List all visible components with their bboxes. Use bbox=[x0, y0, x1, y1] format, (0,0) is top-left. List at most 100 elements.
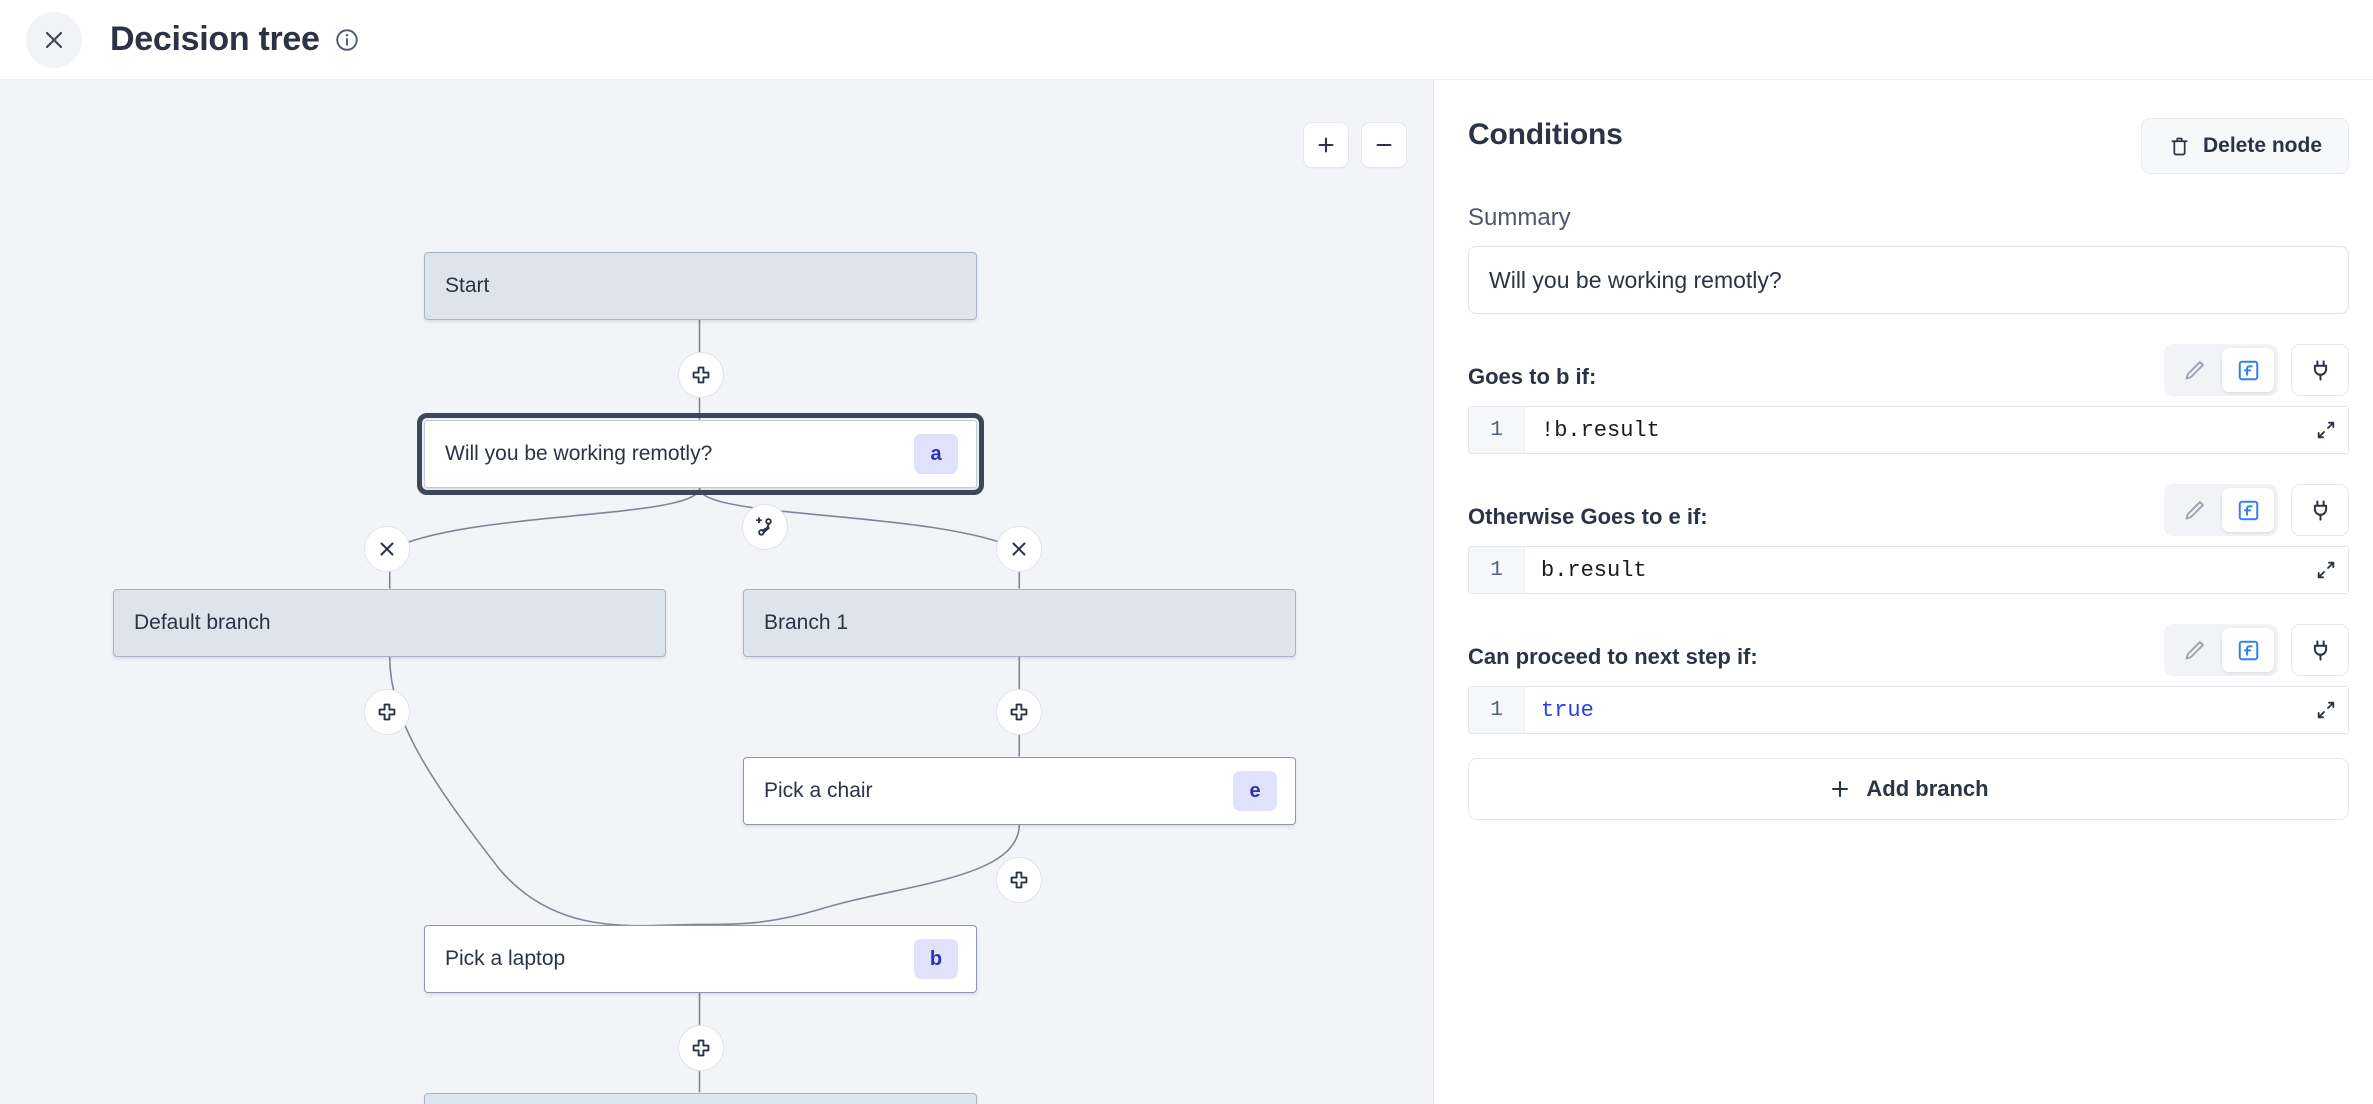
condition-block-otherwise-goes-to-e: Otherwise Goes to e if: bbox=[1468, 484, 2349, 594]
add-step-handle-laptop[interactable] bbox=[678, 1025, 724, 1071]
add-step-handle-branch1[interactable] bbox=[996, 689, 1042, 735]
close-icon bbox=[45, 31, 63, 48]
code-content[interactable]: !b.result bbox=[1541, 417, 1660, 443]
connect-plug-button[interactable] bbox=[2291, 344, 2349, 396]
code-content[interactable]: b.result bbox=[1541, 557, 1647, 583]
function-icon bbox=[2238, 500, 2258, 520]
editor-mode-function-button[interactable] bbox=[2222, 488, 2274, 532]
add-step-icon bbox=[692, 1039, 710, 1057]
connect-plug-button[interactable] bbox=[2291, 624, 2349, 676]
node-label: Pick a laptop bbox=[445, 947, 566, 970]
expand-icon bbox=[2317, 561, 2335, 579]
plus-icon bbox=[1318, 137, 1334, 153]
node-label: Start bbox=[445, 274, 490, 297]
add-step-icon bbox=[378, 703, 396, 721]
editor-mode-pencil-button[interactable] bbox=[2168, 488, 2220, 532]
node-badge: b bbox=[914, 939, 958, 979]
page-title: Decision tree bbox=[110, 20, 320, 58]
code-editor[interactable]: 1 true bbox=[1468, 686, 2349, 734]
node-label: Will you be working remotly? bbox=[445, 442, 713, 465]
node-label: Default branch bbox=[134, 611, 271, 634]
add-branch-label: Add branch bbox=[1866, 776, 1989, 801]
trash-icon bbox=[2171, 137, 2188, 155]
condition-row: Goes to b if: bbox=[1468, 344, 2349, 396]
zoom-in-button[interactable] bbox=[1303, 122, 1349, 168]
panel-title: Conditions bbox=[1468, 118, 1623, 151]
add-step-icon bbox=[1010, 871, 1028, 889]
flow-node-branch-1[interactable]: Branch 1 bbox=[743, 589, 1296, 657]
flow-node-default-branch[interactable]: Default branch bbox=[113, 589, 666, 657]
function-icon bbox=[2238, 640, 2258, 660]
flow-node-pick-a-laptop[interactable]: Pick a laptop b bbox=[424, 925, 977, 993]
delete-branch-handle-default[interactable] bbox=[364, 526, 410, 572]
delete-branch-handle-branch1[interactable] bbox=[996, 526, 1042, 572]
add-step-icon bbox=[1010, 703, 1028, 721]
add-step-handle-chair[interactable] bbox=[996, 857, 1042, 903]
condition-block-goes-to-b: Goes to b if: bbox=[1468, 344, 2349, 454]
editor-mode-toggle bbox=[2164, 624, 2278, 676]
condition-row: Can proceed to next step if: bbox=[1468, 624, 2349, 676]
conditions-panel: Conditions Delete node Summary Goes to b… bbox=[1434, 80, 2373, 1104]
flow-node-end[interactable]: End bbox=[424, 1093, 977, 1104]
info-circle-icon bbox=[335, 28, 358, 51]
editor-mode-pencil-button[interactable] bbox=[2168, 628, 2220, 672]
function-icon bbox=[2238, 360, 2258, 380]
condition-block-can-proceed: Can proceed to next step if: bbox=[1468, 624, 2349, 734]
add-step-handle-default-branch[interactable] bbox=[364, 689, 410, 735]
code-line-number: 1 bbox=[1469, 687, 1525, 733]
plug-icon bbox=[2313, 499, 2327, 521]
editor-mode-function-button[interactable] bbox=[2222, 348, 2274, 392]
condition-tools bbox=[2164, 484, 2349, 536]
connect-plug-button[interactable] bbox=[2291, 484, 2349, 536]
plug-icon bbox=[2313, 639, 2327, 661]
close-button[interactable] bbox=[26, 11, 82, 68]
node-badge: a bbox=[914, 434, 958, 474]
main-body: Start Will you be working remotly? a Def… bbox=[0, 80, 2373, 1104]
condition-label: Can proceed to next step if: bbox=[1468, 644, 1758, 669]
delete-node-button[interactable]: Delete node bbox=[2140, 118, 2349, 174]
condition-tools bbox=[2164, 624, 2349, 676]
condition-row: Otherwise Goes to e if: bbox=[1468, 484, 2349, 536]
add-branch-handle[interactable] bbox=[742, 504, 788, 550]
pencil-icon bbox=[2185, 360, 2204, 379]
node-label: Pick a chair bbox=[764, 779, 873, 802]
close-icon bbox=[1012, 542, 1026, 556]
pencil-icon bbox=[2185, 640, 2204, 659]
node-label: Branch 1 bbox=[764, 611, 849, 634]
panel-header: Conditions Delete node bbox=[1468, 118, 2349, 174]
expand-editor-button[interactable] bbox=[2306, 550, 2346, 590]
editor-mode-pencil-button[interactable] bbox=[2168, 348, 2220, 392]
flow-canvas[interactable]: Start Will you be working remotly? a Def… bbox=[0, 80, 1434, 1104]
summary-input[interactable] bbox=[1468, 246, 2349, 314]
pencil-icon bbox=[2185, 500, 2204, 519]
code-editor[interactable]: 1 !b.result bbox=[1468, 406, 2349, 454]
flow-node-start[interactable]: Start bbox=[424, 252, 977, 320]
editor-mode-function-button[interactable] bbox=[2222, 628, 2274, 672]
code-editor[interactable]: 1 b.result bbox=[1468, 546, 2349, 594]
plug-icon bbox=[2313, 359, 2327, 381]
flow-node-condition[interactable]: Will you be working remotly? a bbox=[417, 413, 984, 495]
code-line-number: 1 bbox=[1469, 407, 1525, 453]
condition-label: Goes to b if: bbox=[1468, 364, 1597, 389]
close-icon bbox=[380, 542, 394, 556]
expand-editor-button[interactable] bbox=[2306, 410, 2346, 450]
plus-icon bbox=[1832, 780, 1849, 798]
flow-node-pick-a-chair[interactable]: Pick a chair e bbox=[743, 757, 1296, 825]
add-branch-button[interactable]: Add branch bbox=[1468, 758, 2349, 820]
add-branch-icon bbox=[756, 517, 772, 536]
minus-icon bbox=[1376, 143, 1392, 147]
editor-mode-toggle bbox=[2164, 484, 2278, 536]
node-badge: e bbox=[1233, 771, 1277, 811]
condition-label: Otherwise Goes to e if: bbox=[1468, 504, 1708, 529]
code-content[interactable]: true bbox=[1541, 697, 1594, 723]
add-step-handle-start[interactable] bbox=[678, 352, 724, 398]
info-icon[interactable] bbox=[334, 27, 360, 53]
delete-node-label: Delete node bbox=[2202, 134, 2322, 157]
condition-tools bbox=[2164, 344, 2349, 396]
expand-editor-button[interactable] bbox=[2306, 690, 2346, 730]
add-step-icon bbox=[692, 366, 710, 384]
editor-mode-toggle bbox=[2164, 344, 2278, 396]
code-line-number: 1 bbox=[1469, 547, 1525, 593]
zoom-out-button[interactable] bbox=[1361, 122, 1407, 168]
summary-label: Summary bbox=[1468, 204, 1571, 231]
